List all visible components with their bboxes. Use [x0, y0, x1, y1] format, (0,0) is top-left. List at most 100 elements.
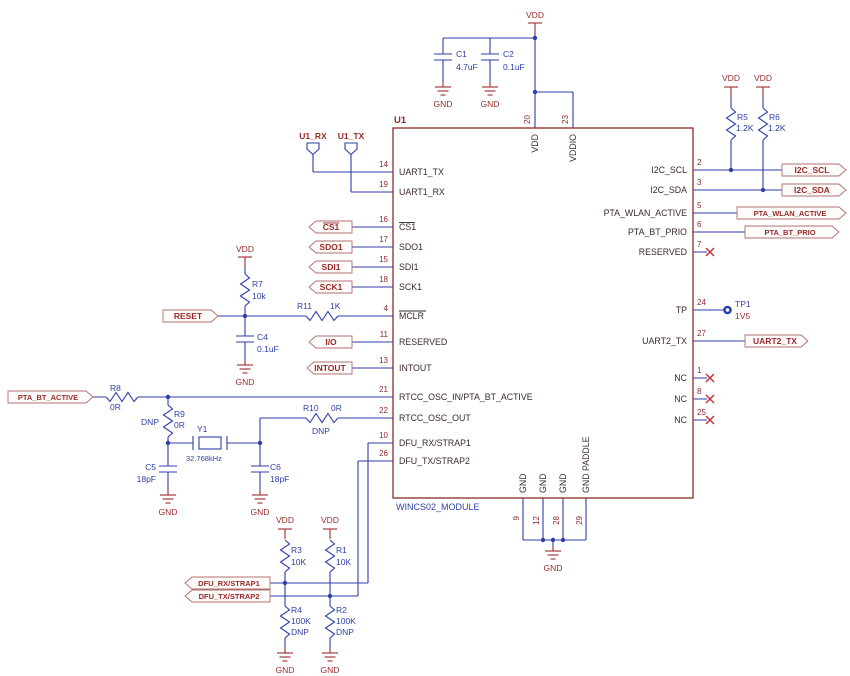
pin-name: GND	[518, 473, 528, 493]
junction-dot	[165, 440, 171, 446]
pin-name: MCLR	[399, 311, 424, 321]
ref-r6: R6	[769, 112, 780, 122]
pin-number: 15	[379, 255, 388, 264]
pin-number: 19	[379, 180, 388, 189]
value-r1: 10K	[336, 557, 351, 567]
vdd-label: VDD	[321, 515, 339, 525]
pin-number: 22	[379, 406, 388, 415]
pin-name: PTA_BT_PRIO	[628, 227, 687, 237]
gnd-label: GND	[321, 665, 340, 675]
resistor-r5	[725, 107, 737, 141]
capacitor-c4	[235, 335, 255, 343]
pin-name: I2C_SCL	[651, 165, 687, 175]
gnd-symbol	[481, 81, 499, 96]
capacitor-c2	[480, 53, 500, 61]
ref-c6: C6	[270, 462, 281, 472]
pin-number: 2	[697, 158, 702, 167]
crystal-y1	[192, 436, 228, 450]
junction-dot	[728, 167, 734, 173]
ref-y1: Y1	[197, 424, 208, 434]
ref-r5: R5	[737, 112, 748, 122]
pin-name: NC	[674, 394, 687, 404]
pin-name: SDO1	[399, 242, 423, 252]
net-flag-sdi1	[308, 260, 353, 274]
gnd-symbol	[544, 545, 562, 560]
pin-number: 24	[697, 298, 706, 307]
net-label-sdo1: SDO1	[319, 242, 342, 252]
net-flag-pta-bt-prio	[744, 225, 840, 239]
ref-r11: R11	[297, 301, 312, 311]
resistor-r11	[305, 310, 339, 322]
ref-r2: R2	[336, 605, 347, 615]
net-label-intout: INTOUT	[314, 363, 346, 373]
junction-dot	[540, 537, 546, 543]
net-flag-intout	[306, 361, 353, 375]
pin-name: VDD	[530, 134, 540, 153]
capacitor-c6	[250, 465, 270, 473]
net-label-io: I/O	[325, 337, 337, 347]
pin-number: 1	[697, 366, 702, 375]
no-connect-x	[705, 415, 715, 425]
junction-dot	[165, 394, 171, 400]
net-label-dfu-rx-strap1: DFU_RX/STRAP1	[198, 579, 260, 588]
value-c5: 18pF	[137, 474, 156, 484]
junction-dot	[532, 89, 538, 95]
pin-name: SDI1	[399, 262, 419, 272]
gnd-label: GND	[544, 563, 563, 573]
ic-u1: U1 WINCS02_MODULE 14 19 16 17 15 18 4 11…	[379, 115, 706, 525]
ref-c4: C4	[257, 332, 268, 342]
junction-dot	[282, 580, 288, 586]
gnd-label: GND	[236, 377, 255, 387]
vdd-symbol	[527, 22, 543, 34]
net-flag-sdo1	[308, 240, 353, 254]
value-r6: 1.2K	[768, 123, 786, 133]
net-label-u1-tx: U1_TX	[338, 131, 365, 141]
net-flag-dfu-tx-strap2	[184, 589, 271, 603]
pin-name: RTCC_OSC_OUT	[399, 413, 471, 423]
gnd-label: GND	[159, 507, 178, 517]
value-c6: 18pF	[270, 474, 289, 484]
pin-number: 20	[523, 115, 532, 124]
gnd-symbol	[236, 359, 254, 374]
ref-r8: R8	[110, 383, 121, 393]
junction-dot	[532, 35, 538, 41]
power-labels: VDD VDD VDD VDD VDD VDD GND GND GND GND …	[159, 10, 772, 675]
pin-number: 11	[380, 330, 389, 339]
pin-name: UART2_TX	[642, 336, 687, 346]
resistor-r7	[239, 273, 251, 307]
net-label-i2c-scl: I2C_SCL	[795, 165, 830, 175]
value-c2: 0.1uF	[503, 62, 525, 72]
ref-r3: R3	[291, 545, 302, 555]
net-label-u1-rx: U1_RX	[299, 131, 327, 141]
pin-number: 12	[532, 515, 541, 524]
pin-number: 26	[379, 449, 388, 458]
pin-name: NC	[674, 373, 687, 383]
no-connect-x	[705, 373, 715, 383]
note-r10: DNP	[312, 426, 330, 436]
value-r10: 0R	[331, 403, 342, 413]
value-r4: 100K	[291, 616, 311, 626]
pin-name: UART1_RX	[399, 187, 445, 197]
value-r11: 1K	[330, 301, 341, 311]
pin-name: DFU_RX/STRAP1	[399, 438, 471, 448]
gnd-symbol	[321, 647, 339, 662]
net-label-uart2-tx: UART2_TX	[753, 336, 797, 346]
resistor-r10	[305, 412, 339, 424]
resistor-r4	[279, 605, 291, 639]
pin-name: RESERVED	[639, 247, 687, 257]
pin-number: 4	[384, 304, 389, 313]
capacitor-c1	[433, 53, 453, 61]
pin-number: 9	[512, 515, 521, 520]
pin-number: 18	[379, 275, 388, 284]
capacitor-c5	[158, 465, 178, 473]
gnd-symbol	[276, 647, 294, 662]
resistor-r3	[279, 539, 291, 573]
pin-number: 27	[697, 329, 706, 338]
pin-number: 8	[697, 387, 702, 396]
pin-number: 28	[552, 515, 561, 524]
net-flag-i2c-scl	[781, 163, 847, 177]
junction-dots	[165, 35, 766, 599]
pin-number: 7	[697, 240, 702, 249]
